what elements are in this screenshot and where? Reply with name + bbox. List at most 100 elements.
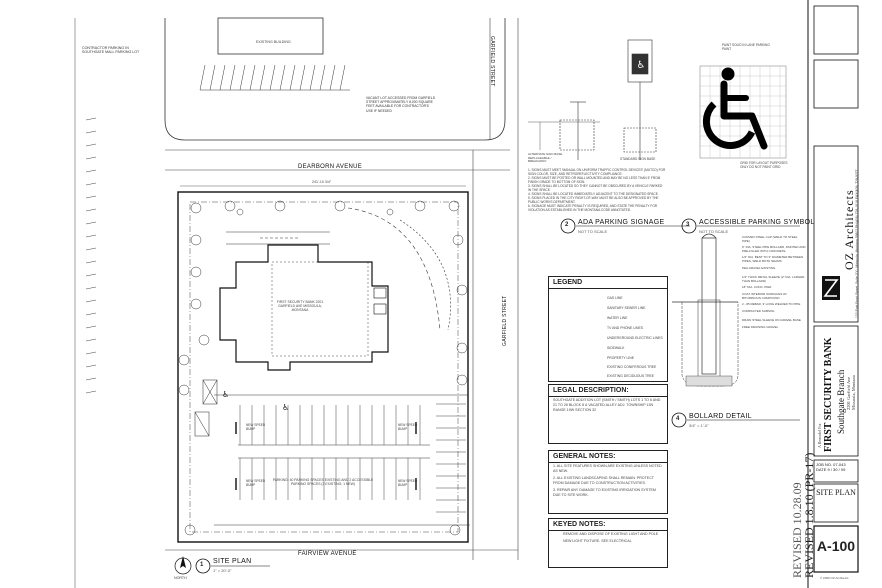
mall-parking	[74, 18, 97, 588]
keyed-title: KEYED NOTES:	[549, 519, 667, 531]
job-no: 07-043	[833, 462, 846, 467]
ada-caption-left: ALTERNATE SIGN BASE REPLACEABLE / BREAKA…	[528, 152, 563, 164]
ada-note: 1. SIGNS MUST MEET 'MANUAL ON UNIFORM TR…	[528, 168, 666, 176]
client-name: FIRST SECURITY BANK	[823, 337, 834, 452]
bollard-note: FREE DRAINING GRAVEL	[742, 324, 779, 329]
sheet-number: A-100	[816, 538, 856, 554]
existing-building-label: EXISTING BUILDING	[256, 40, 291, 44]
bollard-note: 18" DIA. CONC. PIER	[742, 285, 772, 290]
street-north: DEARBORN AVENUE	[298, 164, 363, 170]
building-label: FIRST SECURITY BANK 2201 GARFIELD AVE MI…	[276, 300, 324, 313]
accessible-icon-1: ♿	[222, 390, 229, 399]
north-arrow	[174, 556, 192, 575]
symbol-detail-title: ACCESSIBLE PARKING SYMBOL	[699, 219, 815, 226]
speed-bumps	[235, 422, 417, 490]
garfield-street-lines	[165, 18, 519, 560]
bollard-note: COAT INTERIOR SURFACES W/ BITUMINOUS COM…	[742, 291, 787, 300]
keyed-note: REMOVE AND DISPOSE OF EXISTING LIGHT AND…	[563, 532, 659, 536]
bank-building	[219, 244, 389, 371]
prepared-for: A Remodel For	[817, 423, 822, 448]
revised-2: REVISED 1.8.10 (PR-17)	[802, 452, 816, 578]
legend-title: LEGEND	[549, 277, 667, 289]
speed-bump-label-4: NEW SPEED BUMP	[398, 479, 418, 487]
north-block	[164, 17, 506, 141]
ada-detail-title: ADA PARKING SIGNAGE	[578, 219, 665, 226]
job-info: JOB NO. 07-043 DATE 9 / 30 / 09	[816, 462, 846, 472]
legend-item: GAS LINE	[607, 296, 623, 300]
accessible-icon-2: ♿	[282, 403, 289, 412]
speed-bump-label-3: NEW SPEED BUMP	[398, 423, 418, 431]
ada-sign-icon: ♿	[637, 60, 646, 71]
legal-text: SOUTHGATE ADDITION LOT (SMITH / SMITH) L…	[553, 398, 661, 412]
bollard-note: 2 - #5 REBAR, 3' LONG WELDED TO PIPE	[742, 302, 801, 307]
ada-note: 6. SIGNAGE MUST INDICATE PENALTY IS REQU…	[528, 204, 658, 212]
parking-note: PARKING: 40 PARKING SPACES EXISTING AND …	[272, 478, 374, 487]
north-label: NORTH	[174, 576, 187, 580]
trees	[178, 200, 468, 536]
general-note: 3. REPAIR ANY DAMAGE TO EXISTING IRRIGAT…	[553, 488, 656, 497]
ada-notes: 1. SIGNS MUST MEET 'MANUAL ON UNIFORM TR…	[528, 168, 666, 212]
legend-item: EXISTING DECIDUOUS TREE	[607, 374, 655, 378]
general-note: 2. ALL EXISTING LANDSCAPING SHALL REMAIN…	[553, 476, 654, 485]
detail-bubble-3	[681, 218, 697, 234]
bollard-note: PEA GRAVEL EXISTING	[742, 265, 776, 270]
legend-item: SIDEWALK	[607, 346, 625, 350]
date-label: DATE	[816, 467, 827, 472]
ada-sign-drawing	[528, 39, 657, 160]
legend-item: UNDERGROUND ELECTRIC LINES	[607, 336, 663, 340]
speed-bump-label-1: NEW SPEED BUMP	[246, 423, 266, 431]
copyright: © 2009 OZ Architects	[820, 576, 849, 580]
parking-stalls	[239, 403, 466, 513]
vacant-lot-note: VACANT LOT ACCESSED FROM GARFIELD STREET…	[366, 96, 436, 113]
detail-bubble-4	[671, 412, 687, 428]
bollard-notes: CURVED STEEL CAP (WELD TO STEEL PIPE) 6"…	[742, 235, 806, 330]
ada-note: 2. SIGNS MUST BE POSTED OR WALL MOUNTED …	[528, 176, 661, 184]
detail-bubble-2	[560, 218, 576, 234]
bollard-detail-scale: 3/4" = 1'-0"	[689, 423, 709, 428]
sheet-title: SITE PLAN	[816, 488, 856, 497]
dimension-top: 241'-10 3/4"	[312, 180, 332, 184]
date-value: 9 / 30 / 09	[827, 467, 846, 472]
ada-detail-scale: NOT TO SCALE	[578, 229, 608, 234]
bollard-note: 1/2" DIA. BENT TO 3" DIAMETER BETWEEN PI…	[742, 255, 804, 263]
street-east-lower: GARFIELD STREET	[502, 295, 508, 346]
general-notes-box: GENERAL NOTES: 1. ALL SITE FEATURES SHOW…	[548, 450, 668, 514]
speed-bump-label-2: NEW SPEED BUMP	[246, 479, 266, 487]
bollard-note: 6" DIA. STEEL PIPE BOLLARD, PAINTED AND …	[742, 245, 806, 253]
site-plan-number: 1	[200, 562, 204, 568]
legal-title: LEGAL DESCRIPTION:	[549, 385, 667, 397]
accessible-stalls	[194, 379, 218, 437]
ada-caption-right: STANDARD SIGN BASE	[620, 157, 656, 161]
bollard-detail-title: BOLLARD DETAIL	[689, 413, 752, 420]
ada-detail-number: 2	[565, 222, 569, 228]
client-address-2: Missoula, Montana	[851, 375, 856, 410]
symbol-detail-number: 3	[686, 222, 690, 228]
symbol-grid-note: GRID FOR LAYOUT PURPOSES ONLY DO NOT PAI…	[740, 161, 788, 169]
legend-item: SANITARY SEWER LINE	[607, 306, 646, 310]
branch-name: Southgate Branch	[836, 369, 846, 434]
legend-item: WATER LINE	[607, 316, 628, 320]
accessible-symbol-grid	[699, 65, 787, 159]
symbol-top-note: PAINT SOLID IN LANE PARKING PAINT	[722, 43, 770, 51]
bollard-note: DRAIN STEEL SLEEVE ON GRAVEL BASE	[742, 318, 801, 323]
street-east-upper: GARFIELD STREET	[489, 36, 495, 87]
street-south: FAIRVIEW AVENUE	[298, 551, 357, 557]
title-block-frame	[807, 0, 859, 588]
wheelchair-icon	[702, 67, 768, 150]
bollard-note: 1/4" THICK METAL SLEEVE (2" DIA. LARGER …	[742, 275, 805, 283]
job-no-label: JOB NO.	[816, 462, 833, 467]
contractor-parking-note: CONTRACTOR PARKING IN SOUTHGATE MALL PAR…	[82, 46, 140, 55]
site-plan-scale: 1" = 20'-0"	[213, 568, 232, 573]
site-plan-title: SITE PLAN	[213, 558, 252, 565]
property-boundary	[177, 191, 469, 543]
ada-note: 5. SIGNS PLACED IN THE CITY RIGHT-OF-WAY…	[528, 196, 659, 204]
general-note: 1. ALL SITE FEATURES SHOWN ARE EXISTING …	[553, 464, 662, 473]
bollard-note: CURVED STEEL CAP (WELD TO STEEL PIPE)	[742, 235, 798, 243]
general-title: GENERAL NOTES:	[549, 451, 667, 463]
south-parking	[214, 394, 470, 526]
bollard-drawing	[672, 233, 739, 387]
ada-note: 3. SIGNS SHALL BE LOCATED SO THEY CANNOT…	[528, 184, 663, 192]
firm-address: 122 East Front Street, Suite 200, Missou…	[855, 169, 859, 318]
detail-bubble-1	[195, 558, 211, 574]
